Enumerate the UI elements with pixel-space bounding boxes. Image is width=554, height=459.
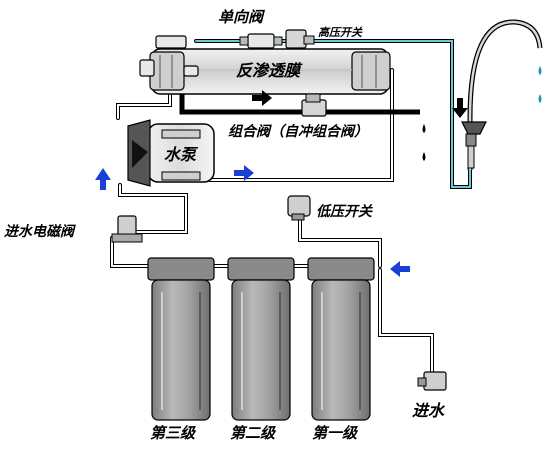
down-arrow-black-icon: [452, 98, 468, 118]
ro-membrane-housing: [149, 48, 391, 95]
check-valve-label: 单向阀: [218, 8, 266, 26]
stage3-label: 第三级: [150, 424, 197, 442]
up-arrow-blue-icon: [95, 168, 111, 190]
water-drop-icon: [422, 124, 426, 133]
drain-drop-icons: [422, 124, 426, 161]
water-inlet-label: 进水: [412, 401, 446, 420]
low-pressure-switch-part: [287, 195, 311, 221]
combo-valve-part: [301, 93, 327, 117]
water-lines: [110, 39, 472, 374]
right-arrow-black-icon: [252, 90, 272, 106]
water-drop-icon: [422, 152, 426, 161]
stage2-label: 第二级: [230, 424, 277, 442]
pump-label: 水泵: [164, 145, 199, 164]
inlet-solenoid-part: [111, 215, 143, 243]
water-drop-icon: [538, 94, 542, 103]
stage1-label: 第一级: [312, 424, 359, 442]
water-drop-icons: [538, 66, 542, 103]
combo-valve-label: 组合阀（自冲组合阀）: [228, 123, 368, 140]
inlet-line: [378, 268, 434, 374]
left-arrow-blue-icon: [390, 261, 410, 277]
check-valve-part: [239, 33, 283, 49]
ro-membrane-label: 反渗透膜: [236, 61, 303, 80]
inlet-valve-part: [417, 371, 447, 391]
faucet: [461, 19, 543, 170]
pump-part: [127, 119, 215, 187]
membrane-left-fittings: [139, 35, 199, 77]
filter-stage2-housing: [227, 257, 295, 421]
high-pressure-switch-label: 高压开关: [318, 26, 363, 39]
high-pressure-switch-part: [285, 29, 315, 49]
filter-stage3-housing: [147, 257, 215, 421]
inlet-solenoid-label: 进水电磁阀: [4, 223, 76, 240]
filter-stage1-housing: [307, 257, 375, 421]
water-drop-icon: [538, 66, 542, 75]
low-pressure-switch-label: 低压开关: [316, 203, 373, 220]
right-arrow-blue-icon: [234, 165, 254, 181]
